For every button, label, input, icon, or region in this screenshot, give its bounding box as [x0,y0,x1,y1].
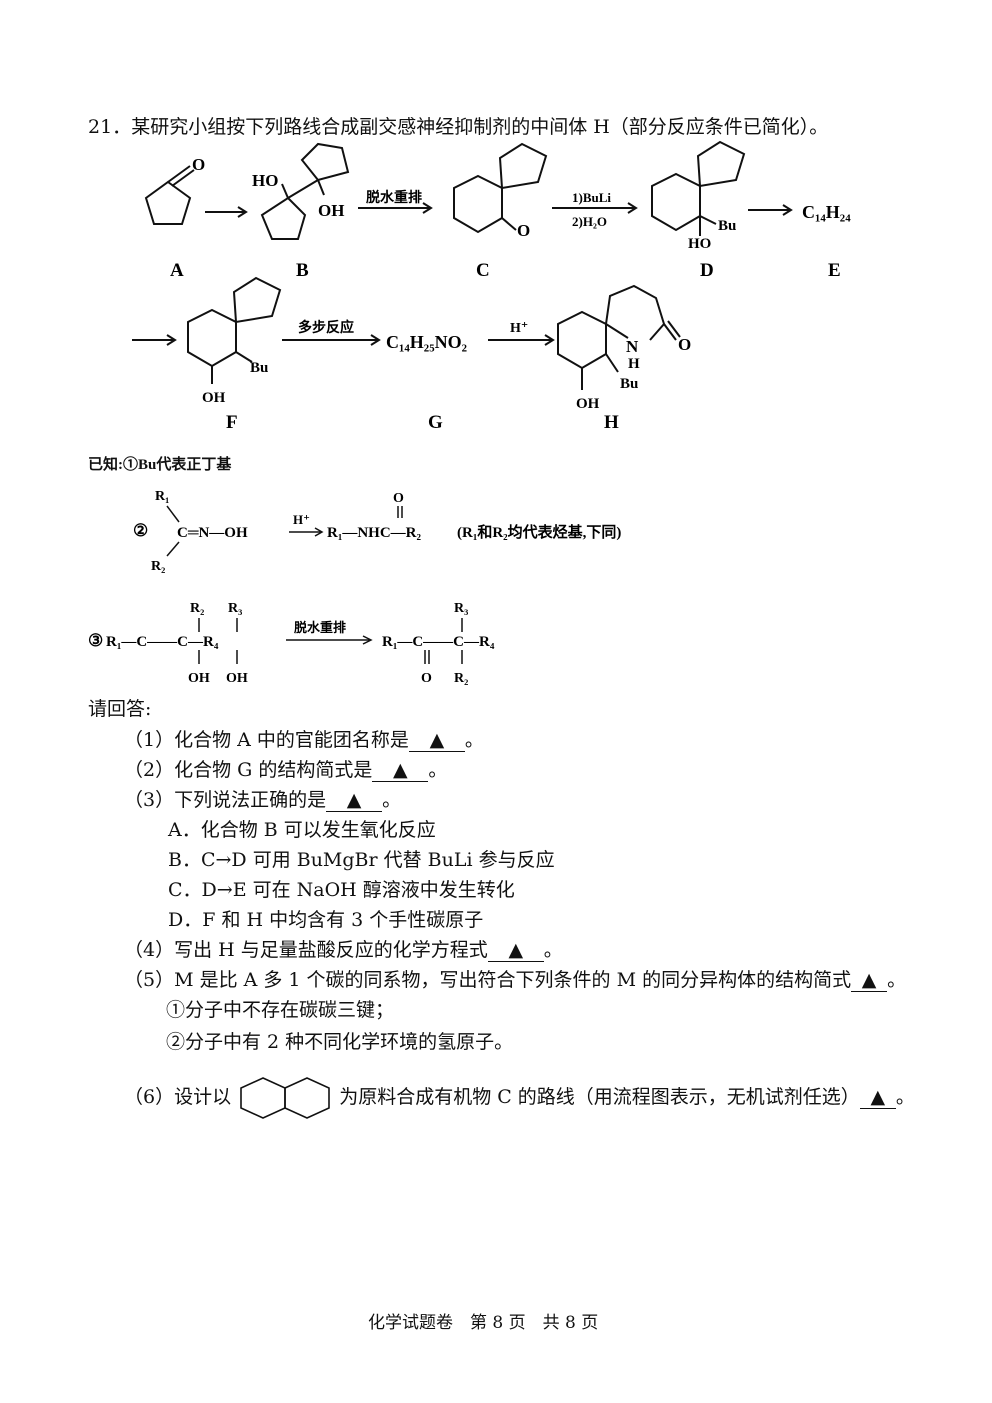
question-2-text: （2）化合物 G 的结构简式是 [124,759,373,781]
answer-blank-5[interactable]: ▲ [851,969,888,992]
answer-blank-4[interactable]: ▲ [487,939,544,962]
known-2-reagent: H⁺ [293,512,310,527]
atom-label: Bu [620,376,638,392]
page-footer: 化学试题卷 第 8 页 共 8 页 [368,1313,599,1333]
question-1-end: 。 [464,729,484,751]
known-3-r3-top: R₃ [228,601,242,616]
question-2-end: 。 [428,759,448,781]
known-2-o: O [393,491,404,506]
question-number: 21． [88,116,132,138]
compound-h-lactam-ring [605,284,666,341]
formula-g: C₁₄H₂₅NO₂ [386,332,467,352]
known-3-r2-right: R₂ [454,671,468,686]
question-item-1: （1）化合物 A 中的官能团名称是▲。 [124,725,484,752]
known-3-left: R₁—C——C—R₄ [106,634,219,650]
question-text: 某研究小组按下列路线合成副交感神经抑制剂的中间体 H（部分反应条件已简化）。 [131,116,829,138]
compound-label-e: E [828,260,841,281]
known-3-o: O [421,671,432,686]
answer-blank-1[interactable]: ▲ [408,729,465,752]
known-3-right: R₁—C——C—R₄ [382,634,495,650]
compound-label-h: H [604,412,619,433]
atom-label: Bu [718,218,736,234]
atom-label: O [517,221,530,240]
compound-d-six-ring [651,172,701,232]
atom-label: OH [576,396,600,412]
known-2-right: R₁—NHC—R₂ [327,525,421,541]
answer-blank-3[interactable]: ▲ [326,789,383,812]
question-item-4: （4）写出 H 与足量盐酸反应的化学方程式▲。 [124,935,563,962]
compound-c-six-ring [453,174,503,234]
condition-c-d-2: 2)H₂O [572,214,607,229]
question-item-5: （5）M 是比 A 多 1 个碳的同系物，写出符合下列条件的 M 的同分异构体的… [124,965,906,992]
question-item-3: （3）下列说法正确的是▲。 [124,785,401,812]
question-6-end: 。 [895,1086,915,1108]
known-3-oh-2: OH [226,671,248,686]
known-2-r1: R₁ [155,489,169,504]
known-2-r2: R₂ [151,559,165,574]
answer-blank-6[interactable]: ▲ [859,1086,896,1109]
known-3-reagent: 脱水重排 [294,620,346,635]
atom-label: HO [688,236,711,252]
atom-label: Bu [250,360,268,376]
atom-label: O [192,155,205,174]
compound-label-d: D [700,260,714,281]
condition-c-d-1: 1)BuLi [572,190,611,205]
question-6-text: （6）设计以 [124,1086,232,1108]
atom-label: HO [252,171,278,190]
question-5-text: （5）M 是比 A 多 1 个碳的同系物，写出符合下列条件的 M 的同分异构体的… [124,969,852,991]
known-3-r3-right: R₃ [454,601,468,616]
known-2-marker: ② [133,521,148,540]
condition-g-h: H⁺ [510,321,528,336]
atom-label: OH [202,390,226,406]
question-6-text-mid: 为原料合成有机物 C 的路线（用流程图表示，无机试剂任选） [339,1086,860,1108]
compound-b-right-ring [300,142,350,182]
question-stem: 21．某研究小组按下列路线合成副交感神经抑制剂的中间体 H（部分反应条件已简化）… [88,112,828,139]
question-item-2: （2）化合物 G 的结构简式是▲。 [124,755,447,782]
synthesis-scheme: O HO OH O Bu HO Bu OH N H O Bu OH 脱水重排 1… [132,140,851,433]
compound-h-six-ring [557,310,607,370]
compound-label-f: F [226,412,238,433]
compound-d-five-ring [696,140,746,188]
option-a: A．化合物 B 可以发生氧化反应 [168,819,436,841]
question-4-text: （4）写出 H 与足量盐酸反应的化学方程式 [124,939,488,961]
question-3-text: （3）下列说法正确的是 [124,789,327,811]
condition-5-1: ①分子中不存在碳碳三键； [166,999,395,1021]
condition-5-2: ②分子中有 2 种不同化学环境的氢原子。 [166,1031,514,1053]
atom-label: N [626,337,639,356]
atom-label: O [678,335,691,354]
option-c: C．D→E 可在 NaOH 醇溶液中发生转化 [168,879,515,901]
compound-c-five-ring [498,142,548,190]
known-2-left: C═N—OH [177,525,248,541]
option-d: D．F 和 H 中均含有 3 个手性碳原子 [168,909,484,931]
answer-blank-2[interactable]: ▲ [372,759,429,782]
compound-a-ring [144,180,192,225]
known-3-oh-1: OH [188,671,210,686]
known-reaction-3: ③ R₂ R₃ R₁—C——C—R₄ OH OH 脱水重排 R₁—C——C—R₄… [88,601,495,686]
condition-b-c: 脱水重排 [366,189,422,206]
question-3-end: 。 [382,789,402,811]
answer-prompt: 请回答: [88,698,152,720]
atom-label: H [628,356,640,372]
compound-f-six-ring [187,308,237,368]
question-1-text: （1）化合物 A 中的官能团名称是 [124,729,409,751]
compound-label-a: A [170,260,184,281]
known-title: 已知:①Bu代表正丁基 [88,457,232,473]
compound-label-c: C [476,260,490,281]
known-3-r2-top: R₂ [190,601,204,616]
condition-f-g: 多步反应 [298,319,354,336]
question-5-end: 。 [887,969,907,991]
question-item-6: （6）设计以 为原料合成有机物 C 的路线（用流程图表示，无机试剂任选）▲。 [124,1076,915,1120]
compound-f-five-ring [232,276,282,324]
compound-b-left-ring [260,196,307,240]
atom-label: OH [318,201,344,220]
known-2-note: (R₁和R₂均代表烃基,下同) [457,523,621,541]
known-3-marker: ③ [88,631,103,650]
option-b: B．C→D 可用 BuMgBr 代替 BuLi 参与反应 [168,849,555,871]
known-reaction-2: ② R₁ R₂ C═N—OH H⁺ O R₁—NHC—R₂ (R₁和R₂均代表烃… [133,489,621,574]
formula-e: C₁₄H₂₄ [802,202,851,222]
compound-label-b: B [296,260,309,281]
decalin-structure [240,1077,330,1119]
question-4-end: 。 [543,939,563,961]
compound-label-g: G [428,412,443,433]
